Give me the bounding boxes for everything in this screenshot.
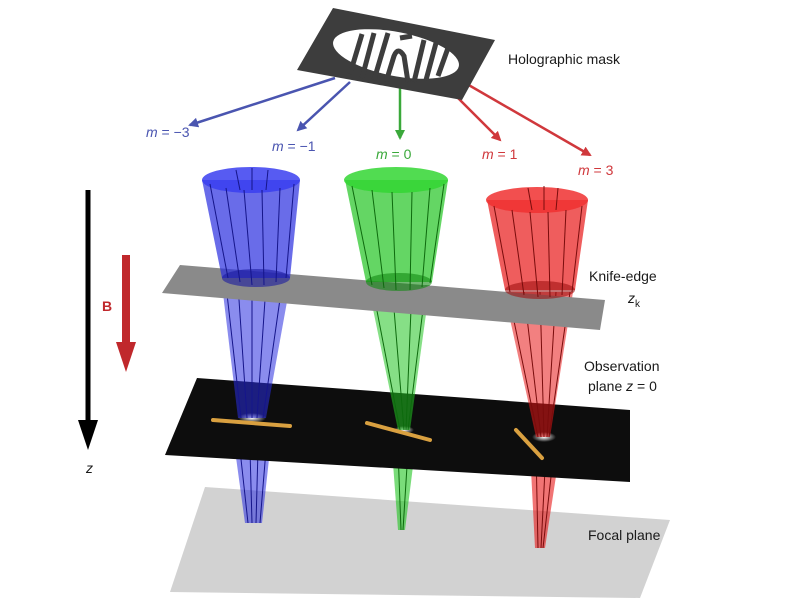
order-label-m3: m = 3 <box>578 162 613 178</box>
order-value: = −1 <box>283 138 316 154</box>
order-label-m-3: m = −3 <box>146 124 190 140</box>
order-label-m-1: m = −1 <box>272 138 316 154</box>
order-symbol: m <box>482 146 494 162</box>
z-axis-label: z <box>86 460 93 476</box>
order-value: = 1 <box>493 146 518 162</box>
z-axis-arrow-head <box>78 420 98 450</box>
observation-plane-label-line1: Observation <box>584 358 660 374</box>
beam-cone-green <box>344 167 448 291</box>
edge-marker-red <box>514 428 544 460</box>
order-arrow-m-1 <box>296 81 351 132</box>
observation-plane-label-line2: plane z = 0 <box>588 378 657 394</box>
order-value: = 0 <box>387 146 412 162</box>
beam-cone-red <box>486 186 588 299</box>
order-value: = −3 <box>157 124 190 140</box>
edge-marker-green <box>365 421 432 442</box>
knife-edge-label: Knife-edge <box>589 268 657 284</box>
order-value: = 3 <box>589 162 614 178</box>
order-symbol: m <box>578 162 590 178</box>
holographic-mask <box>297 8 495 100</box>
observation-plane-prefix: plane <box>588 378 627 394</box>
edge-marker-blue <box>211 418 292 428</box>
field-label: B <box>102 298 113 314</box>
knife-edge-symbol: z <box>628 290 635 306</box>
holographic-mask-label: Holographic mask <box>508 51 621 67</box>
order-label-m0: m = 0 <box>376 146 411 162</box>
beam-tail-blue <box>235 449 270 524</box>
order-label-m1: m = 1 <box>482 146 517 162</box>
order-symbol: m <box>376 146 388 162</box>
beam-cone-blue <box>202 167 300 287</box>
order-symbol: m <box>272 138 284 154</box>
observation-plane-suffix: = 0 <box>633 378 657 394</box>
order-arrow-m3 <box>459 78 592 157</box>
order-arrow-m-3 <box>188 76 336 128</box>
knife-edge-position-label: zk <box>628 290 640 310</box>
beam-mid-blue <box>222 284 290 419</box>
observation-plane-var: z <box>626 378 634 394</box>
order-symbol: m <box>146 124 158 140</box>
knife-edge-subscript: k <box>635 298 640 310</box>
focal-plane-label: Focal plane <box>588 527 661 543</box>
field-arrow-b-head <box>116 342 136 372</box>
